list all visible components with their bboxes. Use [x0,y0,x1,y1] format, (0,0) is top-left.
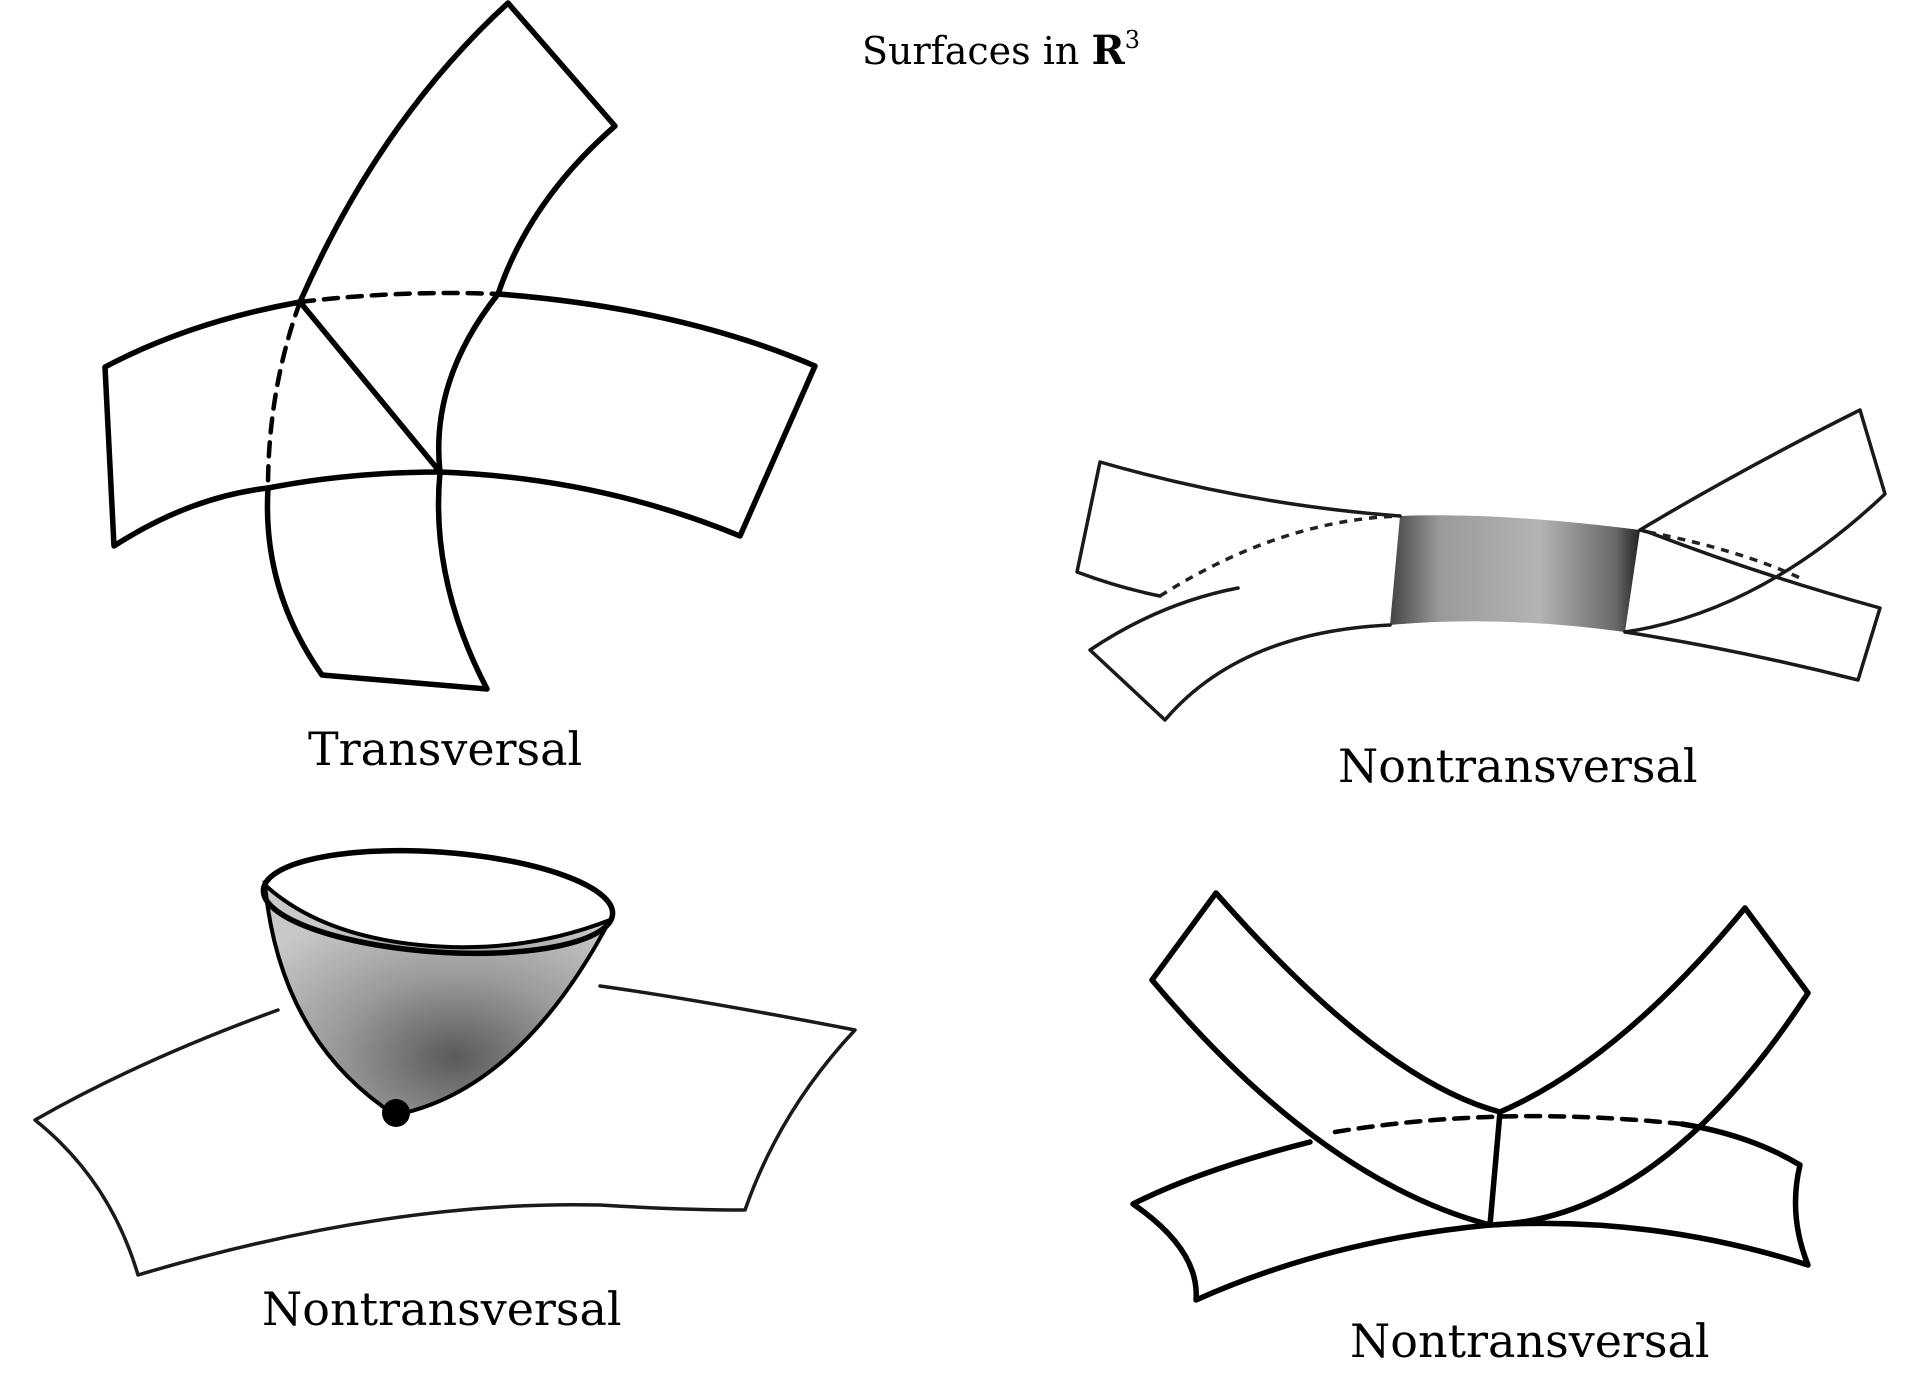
lower-band [1130,1121,1811,1303]
panel-nontransversal-tangent: Nontransversal [1130,890,1811,1368]
band-b-left [1088,586,1392,722]
tangent-seam [1487,1109,1503,1228]
panel-nontransversal-bowl: Nontransversal [33,847,857,1336]
hidden-left-edge [265,299,303,491]
caption-transversal: Transversal [308,722,582,776]
overlap-region [1390,515,1640,632]
caption-nontransversal-tangent: Nontransversal [1350,1314,1710,1368]
panel-transversal: Transversal [102,0,818,776]
band-a-hidden-edge [1159,514,1401,598]
figure-title-space: R [1091,27,1125,74]
caption-nontransversal-bowl: Nontransversal [262,1282,622,1336]
u-band-outer [1149,890,1811,1228]
figure-title: Surfaces in R3 [862,26,1140,74]
bowl-rim [260,847,616,957]
hidden-top-edge [297,290,501,305]
horizontal-band-left [102,299,303,549]
horizontal-band-right [437,291,818,539]
tangent-surface-sheet [33,984,857,1277]
figure-title-superscript: 3 [1125,26,1140,54]
vertical-band-top [297,0,618,305]
band-a-hidden-edge-right [1647,530,1801,580]
caption-nontransversal-overlap: Nontransversal [1338,739,1698,793]
lower-band-hidden-edge [1332,1113,1685,1135]
vertical-band-front-right [264,291,501,692]
panel-nontransversal-overlap: Nontransversal [1075,408,1887,793]
figure-title-prefix: Surfaces in [862,29,1091,73]
bowl-body [262,880,615,1118]
tangency-point [382,1099,410,1127]
intersection-curve [297,299,443,475]
horizontal-band-bottom-middle [265,469,443,491]
band-a-left-end [1075,460,1402,598]
band-a-right [1623,528,1882,682]
band-b-right-end [1623,408,1887,634]
